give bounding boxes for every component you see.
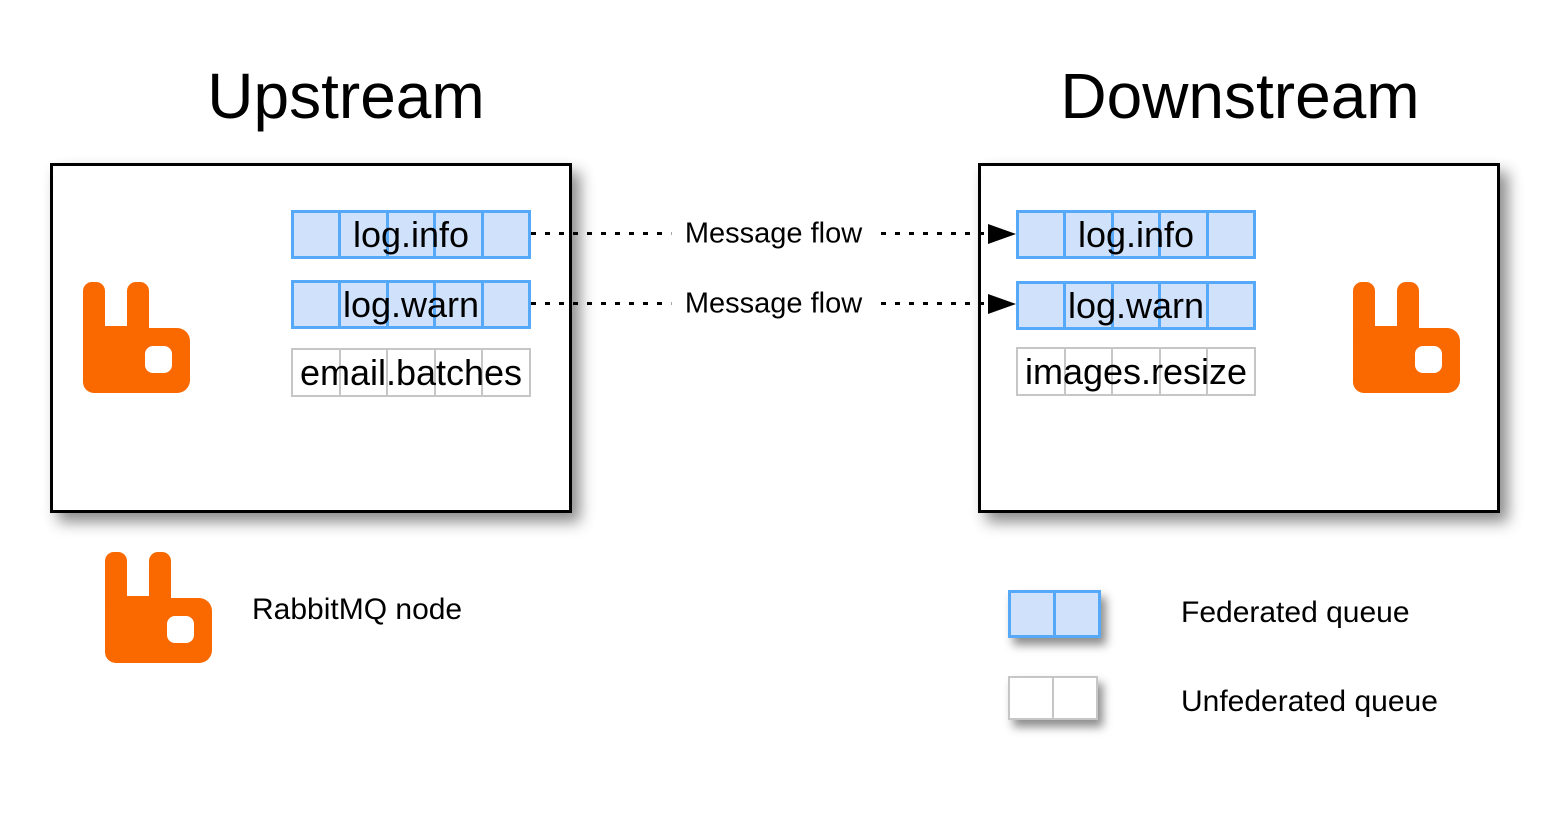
downstream-queue-images-resize: images.resize: [1016, 347, 1256, 396]
queue-label: log.warn: [1067, 284, 1205, 326]
queue-cell: [1011, 593, 1053, 635]
upstream-title: Upstream: [207, 60, 485, 132]
rabbitmq-logo-icon: [1353, 282, 1460, 393]
unfederated-queue-swatch: [1008, 676, 1098, 720]
queue-cell: [433, 283, 480, 326]
rabbitmq-logo-icon: [83, 282, 190, 393]
queue-cell: [386, 350, 434, 395]
queue-cell: [385, 283, 433, 326]
downstream-title: Downstream: [1060, 60, 1420, 132]
queue-label: log.info: [1077, 213, 1195, 255]
legend-label-unfederated-queue: Unfederated queue: [1181, 685, 1438, 718]
queue-cell: [1158, 213, 1205, 256]
queue-cell: [385, 213, 433, 256]
queue-cell: [433, 213, 480, 256]
queue-cell: [480, 213, 528, 256]
queue-cell: [481, 350, 529, 395]
queue-cell: [433, 350, 482, 395]
queue-cell: [1063, 284, 1110, 327]
upstream-queue-log-warn: log.warn: [291, 280, 531, 329]
upstream-queue-email-batches: email.batches: [291, 348, 531, 397]
downstream-queue-log-info: log.info: [1016, 210, 1256, 259]
queue-cell: [1158, 284, 1205, 327]
queue-cell: [1205, 284, 1253, 327]
rabbitmq-logo-icon: [105, 552, 212, 663]
queue-cell: [338, 350, 387, 395]
message-flow-label: Message flow: [670, 286, 877, 322]
arrowhead-icon: [988, 294, 1016, 314]
queue-cell: [1053, 593, 1098, 635]
queue-cell: [480, 283, 528, 326]
queue-cell: [1205, 213, 1253, 256]
queue-cell: [1206, 349, 1254, 394]
message-flow-label: Message flow: [670, 216, 877, 252]
downstream-queue-log-warn: log.warn: [1016, 281, 1256, 330]
queue-cell: [1052, 678, 1096, 718]
queue-cell: [338, 283, 385, 326]
queue-cell: [1110, 213, 1158, 256]
queue-label: log.info: [352, 213, 470, 255]
queue-cell: [1111, 349, 1159, 394]
legend-label-federated-queue: Federated queue: [1181, 596, 1410, 629]
queue-label: log.warn: [342, 283, 480, 325]
queue-cell: [1158, 349, 1207, 394]
arrowhead-icon: [988, 224, 1016, 244]
queue-label: images.resize: [1024, 350, 1248, 392]
queue-label: email.batches: [299, 351, 523, 393]
legend-label-rabbitmq-node: RabbitMQ node: [252, 593, 463, 626]
queue-cell: [1063, 213, 1110, 256]
federated-queue-swatch: [1008, 590, 1101, 638]
queue-cell: [338, 213, 385, 256]
queue-cell: [1063, 349, 1112, 394]
upstream-queue-log-info: log.info: [291, 210, 531, 259]
queue-cell: [1010, 678, 1052, 718]
queue-cell: [1110, 284, 1158, 327]
